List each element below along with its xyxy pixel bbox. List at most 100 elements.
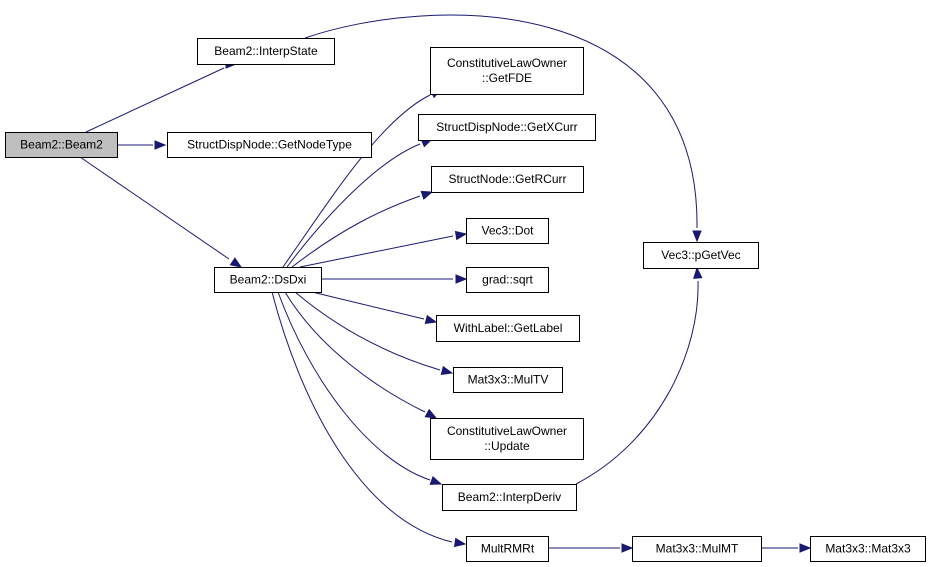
node-box: [632, 536, 762, 562]
node-vec3-pgetvec[interactable]: Vec3::pGetVec: [643, 242, 759, 269]
node-box: [466, 267, 549, 293]
node-box: [436, 315, 580, 342]
edge-beam2_dsdxi-to-withlabel_getlabel: [311, 291, 438, 325]
node-beam2-interpstate[interactable]: Beam2::InterpState: [197, 38, 335, 65]
edge-line: [291, 195, 421, 268]
node-beam2-beam2[interactable]: Beam2::Beam2: [5, 132, 118, 158]
node-multrmrt[interactable]: MultRMRt: [466, 536, 549, 562]
edge-beam2_dsdxi-to-structdispnode_getxcurr: [286, 138, 434, 268]
edge-line: [304, 14, 698, 229]
node-box: [643, 242, 759, 269]
node-box: [167, 132, 372, 158]
node-box: [5, 132, 118, 158]
edge-beam2_dsdxi-to-multrmrt: [271, 291, 467, 548]
node-label: Mat3x3::Mat3x3: [825, 542, 911, 556]
edge-line: [284, 291, 426, 413]
edge-line: [271, 291, 453, 543]
node-structnode-getrcurr[interactable]: StructNode::GetRCurr: [431, 166, 584, 193]
node-box: [430, 418, 584, 460]
node-mat3x3-mulmt[interactable]: Mat3x3::MulMT: [632, 536, 762, 562]
edge-line: [277, 291, 431, 481]
node-box: [453, 367, 563, 393]
node-label: StructDispNode::GetXCurr: [436, 120, 577, 134]
edge-beam2_dsdxi-to-mat3x3_multv: [294, 291, 454, 376]
edge-arrowhead: [455, 274, 468, 284]
edge-multrmrt-to-mat3x3_mulmt: [548, 543, 634, 553]
node-structdispnode-getnodetype[interactable]: StructDispNode::GetNodeType: [167, 132, 372, 158]
edge-line: [286, 143, 421, 268]
node-label: StructDispNode::GetNodeType: [187, 138, 352, 152]
edge-arrowhead: [692, 230, 702, 243]
edge-arrowhead: [154, 140, 167, 150]
node-box: [430, 47, 584, 95]
edge-arrowhead: [420, 190, 434, 200]
node-box: [466, 218, 549, 244]
node-label: StructNode::GetRCurr: [448, 172, 566, 186]
edge-arrowhead: [229, 257, 243, 268]
edge-line: [294, 291, 441, 371]
node-label: ::Update: [484, 439, 530, 453]
edge-arrowhead: [424, 314, 438, 325]
edge-beam2_dsdxi-to-constitutivelawowner_update: [284, 291, 438, 419]
edge-beam2_dsdxi-to-beam2_interpderiv: [277, 291, 443, 485]
node-box: [197, 38, 335, 65]
node-beam2-interpderiv[interactable]: Beam2::InterpDeriv: [442, 484, 577, 511]
node-mat3x3-mat3x3[interactable]: Mat3x3::Mat3x3: [810, 536, 926, 562]
node-mat3x3-multv[interactable]: Mat3x3::MulTV: [453, 367, 563, 393]
edge-beam2_beam2-to-beam2_dsdxi: [79, 156, 243, 268]
node-label: ConstitutiveLawOwner: [447, 424, 567, 438]
node-structdispnode-getxcurr[interactable]: StructDispNode::GetXCurr: [418, 114, 596, 141]
call-edges: [79, 14, 812, 553]
edge-arrowhead: [440, 365, 454, 376]
node-beam2-dsdxi[interactable]: Beam2::DsDxi: [214, 267, 322, 293]
node-grad-sqrt[interactable]: grad::sqrt: [466, 267, 549, 293]
node-box: [431, 166, 584, 193]
edge-arrowhead: [429, 475, 443, 485]
node-label: Mat3x3::MulTV: [468, 373, 549, 387]
node-box: [466, 536, 549, 562]
node-withlabel-getlabel[interactable]: WithLabel::GetLabel: [436, 315, 580, 342]
edge-line: [282, 94, 431, 268]
node-label: Beam2::Beam2: [20, 138, 103, 152]
edge-arrowhead: [453, 537, 467, 548]
edge-arrowhead: [621, 543, 634, 553]
edge-beam2_dsdxi-to-structnode_getrcurr: [291, 190, 434, 268]
node-box: [442, 484, 577, 511]
node-label: WithLabel::GetLabel: [454, 321, 563, 335]
node-label: Vec3::pGetVec: [661, 248, 740, 262]
edge-mat3x3_mulmt-to-mat3x3_mat3x3: [761, 543, 812, 553]
call-graph-nodes: Beam2::Beam2 Beam2::InterpStateStructDisp…: [5, 38, 926, 562]
edge-beam2_dsdxi-to-constitutivelawowner_getfde: [282, 88, 443, 268]
edge-line: [575, 280, 699, 485]
edge-arrowhead: [424, 408, 438, 419]
node-label: Beam2::InterpDeriv: [458, 490, 561, 504]
node-vec3-dot[interactable]: Vec3::Dot: [466, 218, 549, 244]
edge-line: [311, 291, 425, 320]
edge-arrowhead: [454, 230, 468, 241]
edge-beam2_interpderiv-to-vec3_pgetvec: [575, 266, 703, 485]
edge-arrowhead: [799, 543, 812, 553]
node-label: Vec3::Dot: [481, 224, 534, 238]
node-label: ConstitutiveLawOwner: [447, 56, 567, 70]
node-label: MultRMRt: [481, 542, 535, 556]
edge-beam2_beam2-to-structdispnode_getnodetype: [117, 140, 167, 150]
node-constitutivelawowner-getfde[interactable]: ConstitutiveLawOwner::GetFDE: [430, 47, 584, 95]
node-label: Beam2::InterpState: [214, 44, 318, 58]
edge-beam2_dsdxi-to-vec3_dot: [299, 230, 468, 268]
node-box: [810, 536, 926, 562]
edge-beam2_dsdxi-to-grad_sqrt: [321, 274, 468, 284]
node-label: grad::sqrt: [482, 273, 533, 287]
node-label: Beam2::DsDxi: [230, 273, 307, 287]
edge-line: [299, 235, 454, 268]
edge-beam2_beam2-to-beam2_interpstate: [85, 59, 238, 133]
edge-line: [79, 156, 230, 260]
node-box: [418, 114, 596, 141]
edge-arrowhead: [693, 266, 703, 279]
edge-beam2_interpstate-to-vec3_pgetvec: [304, 14, 702, 243]
node-label: Mat3x3::MulMT: [656, 542, 739, 556]
node-label: ::GetFDE: [482, 71, 532, 85]
node-box: [214, 267, 322, 293]
edge-line: [85, 67, 225, 133]
node-constitutivelawowner-update[interactable]: ConstitutiveLawOwner::Update: [430, 418, 584, 460]
